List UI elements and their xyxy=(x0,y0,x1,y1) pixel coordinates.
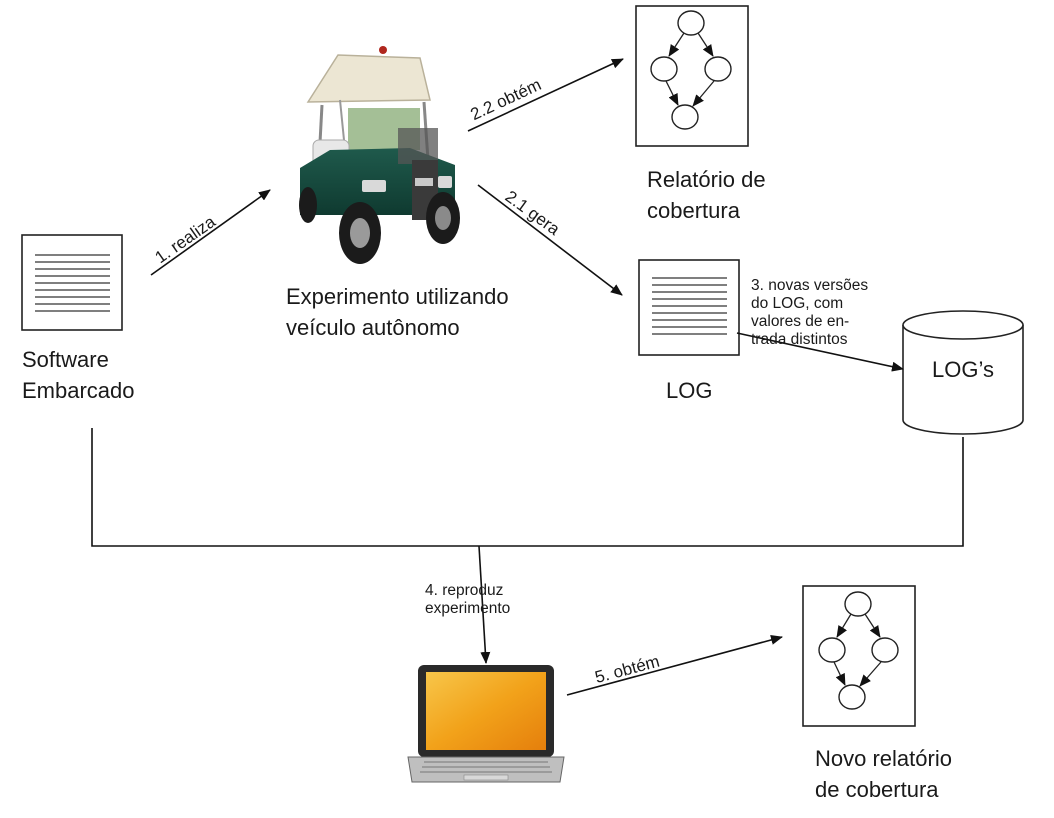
arrow-2-1-gera xyxy=(477,184,623,296)
coverage-report-flowgraph-icon xyxy=(635,5,749,147)
arrow-5-obtem xyxy=(566,635,783,696)
new-coverage-report-flowgraph-icon xyxy=(802,585,916,727)
connector-line-reproduz xyxy=(91,428,964,547)
software-label: Software Embarcado xyxy=(22,347,135,403)
laptop-icon xyxy=(407,665,565,783)
edge-label-4-reproduz: 4. reproduz experimento xyxy=(425,582,511,617)
new-report-label: Novo relatório de cobertura xyxy=(815,746,952,802)
arrow-4-reproduz xyxy=(478,545,491,664)
arrow-2-2-obtem xyxy=(467,58,624,132)
arrow-1-realiza xyxy=(150,189,271,276)
autonomous-vehicle-photo xyxy=(299,46,460,264)
experiment-label: Experimento utilizando veículo autônomo xyxy=(286,284,509,340)
logs-db-label: LOG’s xyxy=(932,357,994,382)
log-document-icon xyxy=(638,259,740,356)
log-label: LOG xyxy=(666,378,713,403)
logs-database-cylinder xyxy=(902,310,1024,435)
edge-label-3-novas-versoes: 3. novas versões do LOG, com valores de … xyxy=(751,277,869,348)
arrow-3-novas-versoes xyxy=(736,332,904,372)
coverage-report-label: Relatório de cobertura xyxy=(647,167,766,223)
software-document-icon xyxy=(21,234,123,331)
